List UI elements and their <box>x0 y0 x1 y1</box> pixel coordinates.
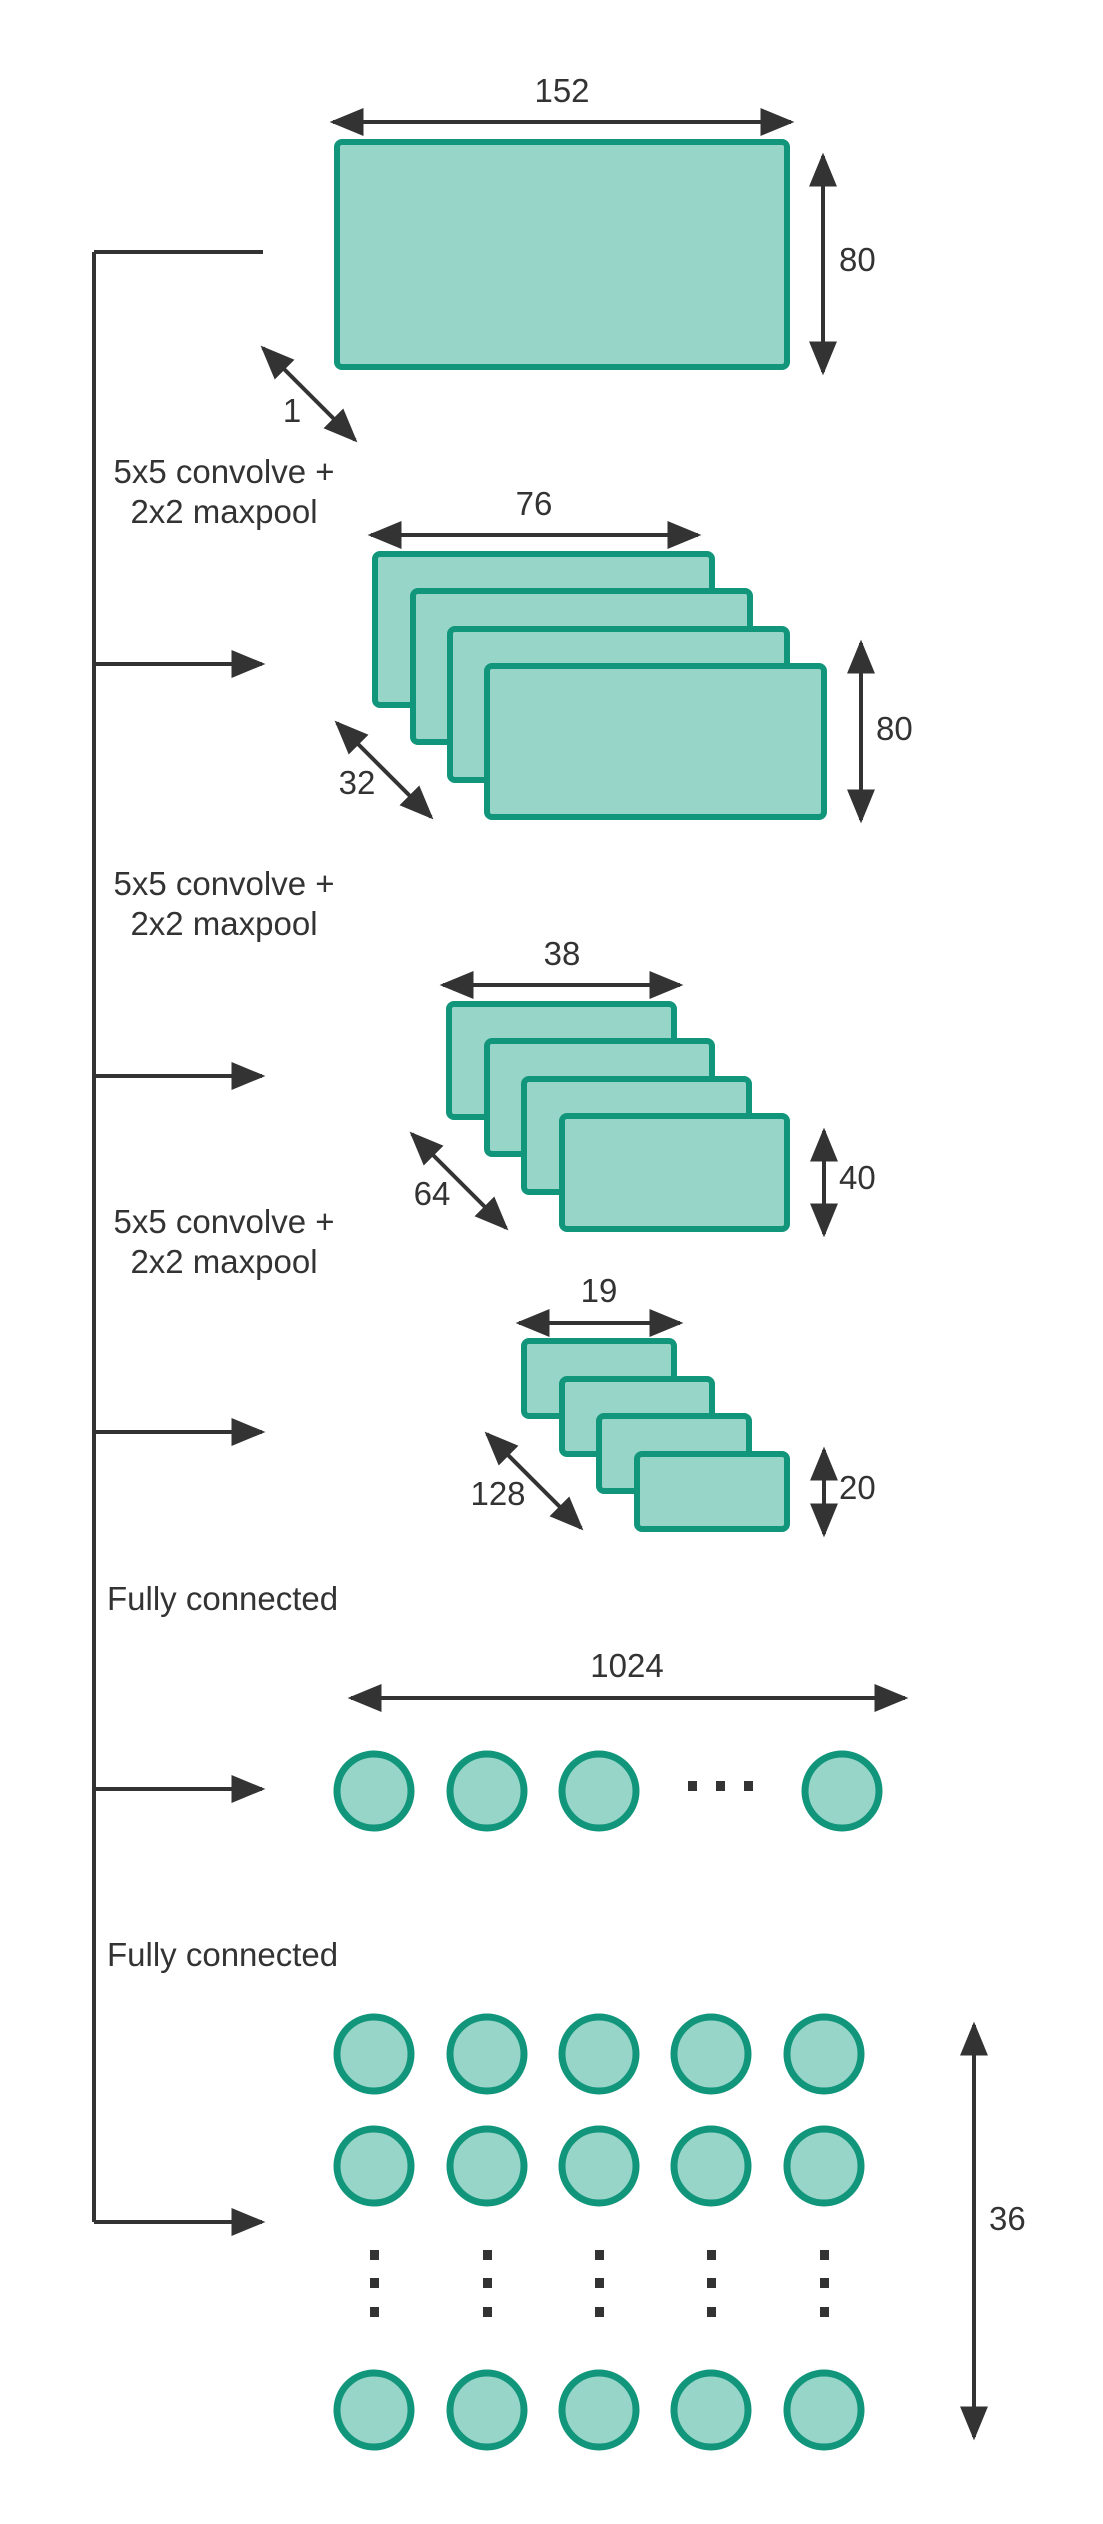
fc2-vertical-ellipsis <box>483 2250 492 2317</box>
conv2-depth-arrow <box>409 1131 509 1231</box>
fc2-node-row-2 <box>333 2125 865 2207</box>
fc2-height-label: 36 <box>989 2200 1026 2237</box>
fc2-node <box>333 2125 415 2207</box>
ellipsis-dot <box>483 2250 492 2260</box>
conv3-feature-map <box>634 1451 790 1532</box>
operation-labels: 5x5 convolve + 2x2 maxpool 5x5 convolve … <box>107 453 338 1973</box>
fc2-node <box>670 2013 752 2095</box>
layer-conv1: 76 80 32 <box>334 485 913 824</box>
fc2-node <box>670 2369 752 2451</box>
fc1-ellipsis <box>688 1781 753 1791</box>
ellipsis-dot <box>707 2250 716 2260</box>
ellipsis-dot <box>707 2278 716 2288</box>
fc1-ellipsis-dot <box>688 1781 697 1791</box>
op1-line1: 5x5 convolve + <box>113 453 334 490</box>
input-depth-arrow <box>260 345 358 443</box>
fc2-node <box>670 2125 752 2207</box>
conv2-depth-label: 64 <box>414 1175 451 1212</box>
fc2-node <box>783 2369 865 2451</box>
op1-line2: 2x2 maxpool <box>130 493 317 530</box>
fc2-node-row-3 <box>333 2369 865 2451</box>
conv3-height-label: 20 <box>839 1469 876 1506</box>
flow-bracket <box>92 250 266 2236</box>
fc1-ellipsis-dot <box>716 1781 725 1791</box>
ellipsis-dot <box>483 2307 492 2317</box>
ellipsis-dot <box>820 2278 829 2288</box>
fc2-vertical-ellipsis <box>707 2250 716 2317</box>
ellipsis-dot <box>707 2307 716 2317</box>
ellipsis-dot <box>820 2307 829 2317</box>
fc1-width-label: 1024 <box>590 1647 663 1684</box>
conv3-depth-label: 128 <box>470 1475 525 1512</box>
layer-conv3: 19 20 128 <box>470 1272 876 1538</box>
conv2-feature-map <box>559 1113 790 1232</box>
fc1-node <box>558 1750 640 1832</box>
conv1-height-label: 80 <box>876 710 913 747</box>
conv2-height-label: 40 <box>839 1159 876 1196</box>
op2-line1: 5x5 convolve + <box>113 865 334 902</box>
ellipsis-dot <box>595 2250 604 2260</box>
op4-line1: Fully connected <box>107 1580 338 1617</box>
ellipsis-dot <box>370 2307 379 2317</box>
op5-line1: Fully connected <box>107 1936 338 1973</box>
conv2-width-label: 38 <box>544 935 581 972</box>
fc1-node <box>801 1750 883 1832</box>
ellipsis-dot <box>370 2278 379 2288</box>
fc2-node <box>333 2013 415 2095</box>
fc1-node <box>333 1750 415 1832</box>
input-width-label: 152 <box>534 72 589 109</box>
fc2-vertical-ellipses <box>370 2250 829 2317</box>
fc2-node-row-1 <box>333 2013 865 2095</box>
input-depth-label: 1 <box>283 392 301 429</box>
input-feature-map <box>334 139 790 370</box>
conv1-feature-map <box>484 663 827 820</box>
input-height-label: 80 <box>839 241 876 278</box>
conv3-depth-arrow <box>484 1431 584 1531</box>
ellipsis-dot <box>595 2307 604 2317</box>
conv1-width-label: 76 <box>516 485 553 522</box>
fc2-node <box>558 2125 640 2207</box>
conv1-depth-arrow <box>334 720 434 820</box>
conv3-width-label: 19 <box>581 1272 618 1309</box>
layer-fc1: 1024 <box>333 1647 909 1832</box>
fc1-node <box>446 1750 528 1832</box>
fc2-node <box>446 2369 528 2451</box>
ellipsis-dot <box>370 2250 379 2260</box>
fc2-node <box>558 2013 640 2095</box>
layer-input: 152 80 1 <box>260 72 876 443</box>
conv1-depth-label: 32 <box>339 764 376 801</box>
fc2-vertical-ellipsis <box>595 2250 604 2317</box>
layer-fc2: 36 <box>333 2013 1026 2451</box>
fc2-node <box>783 2013 865 2095</box>
fc2-vertical-ellipsis <box>820 2250 829 2317</box>
ellipsis-dot <box>595 2278 604 2288</box>
ellipsis-dot <box>820 2250 829 2260</box>
ellipsis-dot <box>483 2278 492 2288</box>
fc2-node <box>333 2369 415 2451</box>
fc2-vertical-ellipsis <box>370 2250 379 2317</box>
fc2-node <box>446 2013 528 2095</box>
fc2-node <box>446 2125 528 2207</box>
fc2-node <box>783 2125 865 2207</box>
op3-line1: 5x5 convolve + <box>113 1203 334 1240</box>
fc1-ellipsis-dot <box>744 1781 753 1791</box>
op2-line2: 2x2 maxpool <box>130 905 317 942</box>
layer-conv2: 38 40 64 <box>409 935 876 1238</box>
op3-line2: 2x2 maxpool <box>130 1243 317 1280</box>
fc2-node <box>558 2369 640 2451</box>
